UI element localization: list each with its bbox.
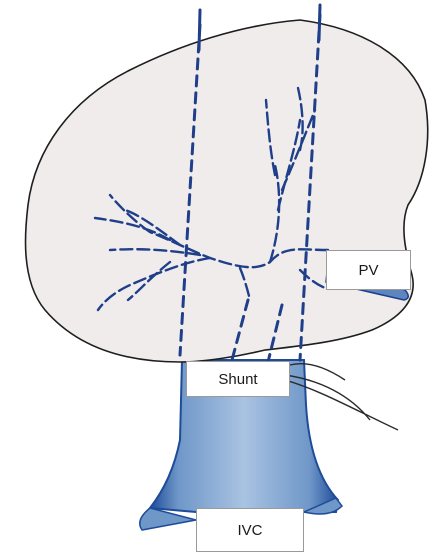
pv-label: PV	[326, 250, 411, 290]
liver-outline	[25, 20, 427, 362]
shunt-label: Shunt	[186, 361, 290, 397]
ivc-label: IVC	[196, 508, 304, 552]
